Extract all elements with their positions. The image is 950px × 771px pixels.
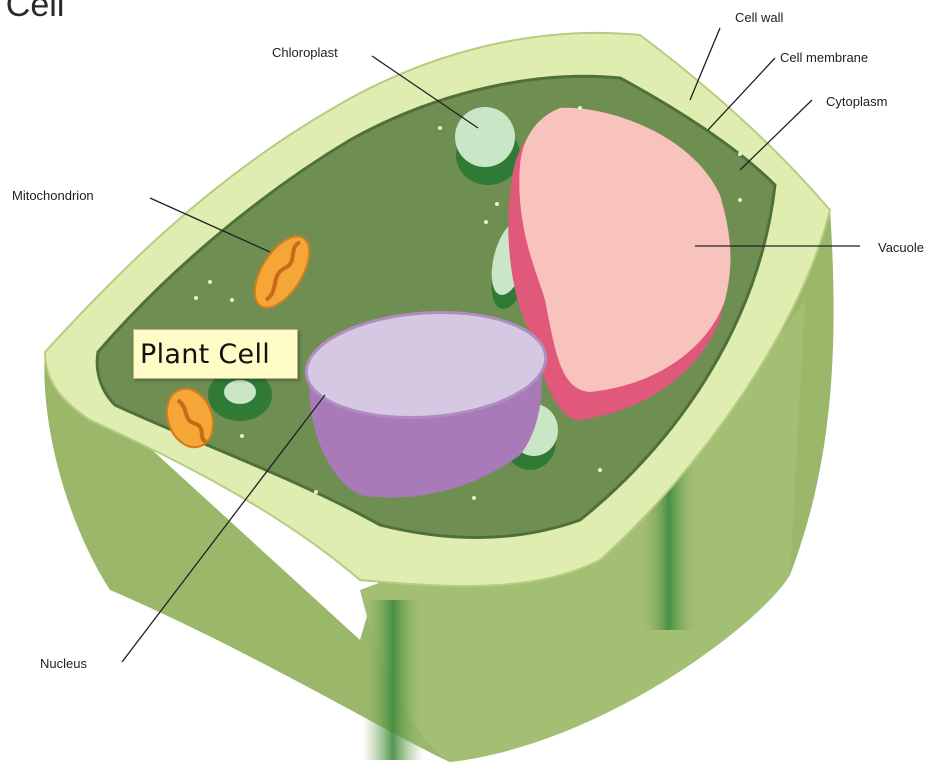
- label-cytoplasm: Cytoplasm: [826, 94, 887, 109]
- plant-cell-tooltip: Plant Cell: [133, 329, 298, 379]
- label-nucleus: Nucleus: [40, 656, 87, 671]
- label-mitochondrion: Mitochondrion: [12, 188, 94, 203]
- label-cell-wall: Cell wall: [735, 10, 783, 25]
- label-chloroplast: Chloroplast: [272, 45, 338, 60]
- label-cell-membrane: Cell membrane: [780, 50, 868, 65]
- wall-stripe-left: [362, 600, 424, 760]
- label-vacuole: Vacuole: [878, 240, 924, 255]
